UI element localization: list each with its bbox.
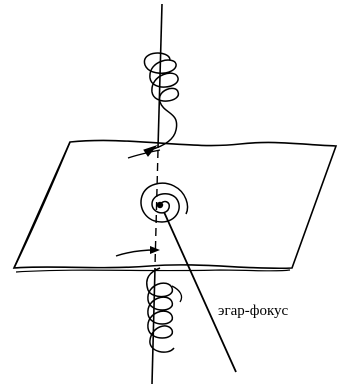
lower-helix-arrow: [172, 286, 182, 302]
focus-label: эгар-фокус: [218, 303, 289, 319]
lower-helix: [147, 268, 174, 352]
plane-trajectory-upper: [128, 150, 160, 158]
focus-point: [157, 202, 163, 208]
focus-spiral: [141, 183, 188, 222]
label-leader-line: [164, 212, 236, 372]
upper-helix: [144, 53, 178, 150]
